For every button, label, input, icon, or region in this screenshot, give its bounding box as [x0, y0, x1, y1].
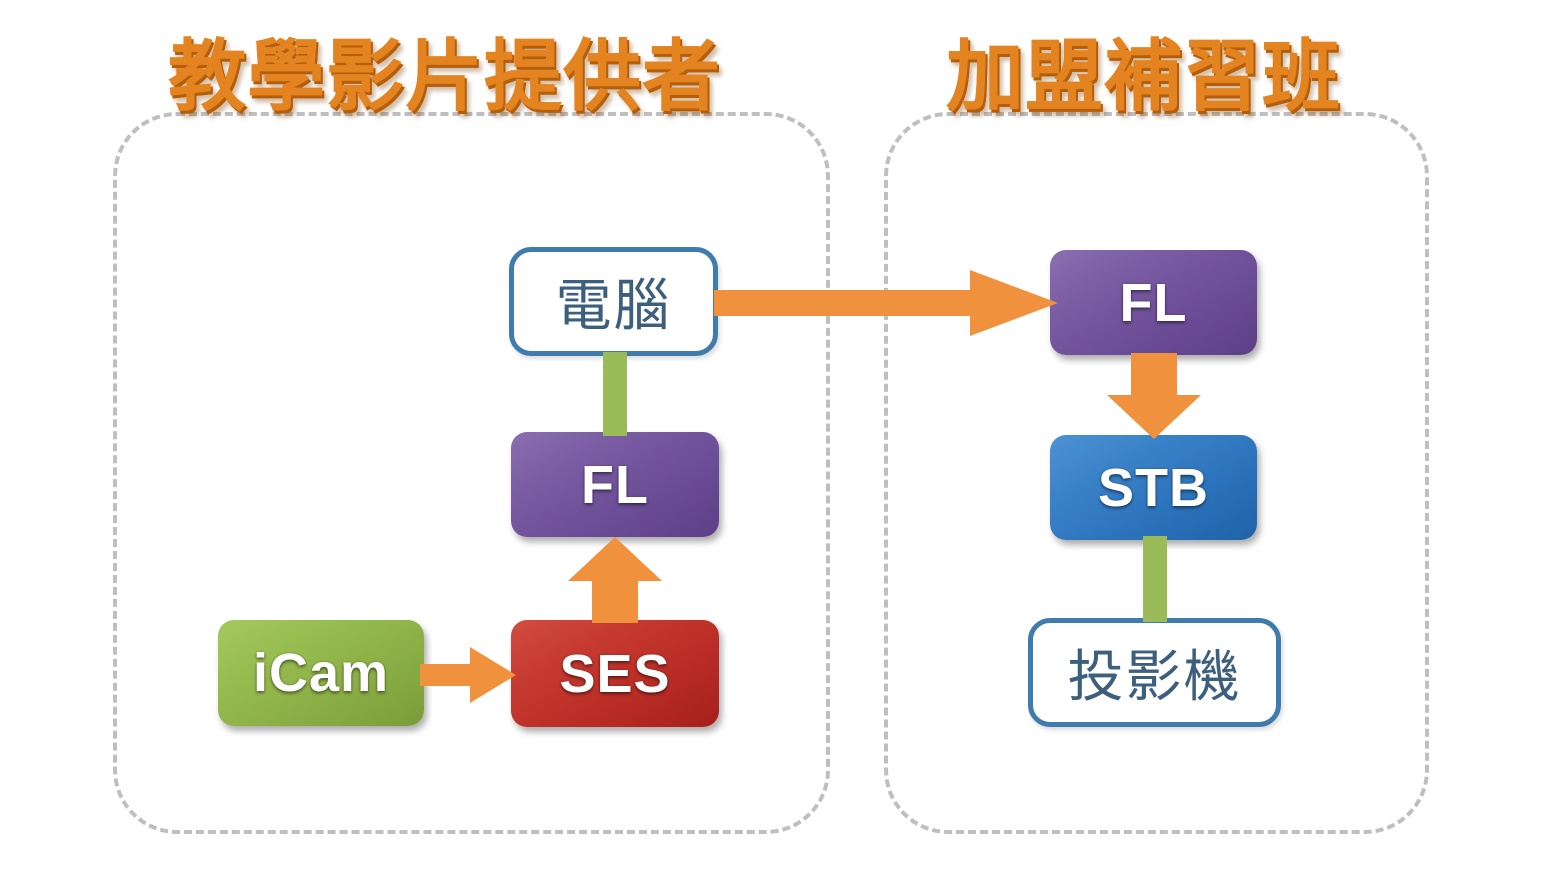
node-fl-franchise-label: FL: [1119, 272, 1188, 333]
group-boundary-franchise: [884, 112, 1429, 834]
arrow-computer-to-fl-franchise: [714, 268, 1058, 338]
group-title-provider: 教學影片提供者: [168, 32, 722, 122]
node-ses[interactable]: SES: [511, 620, 719, 727]
connector-computer-to-fl: [603, 352, 627, 436]
node-ses-label: SES: [559, 643, 671, 704]
node-stb[interactable]: STB: [1050, 435, 1257, 540]
arrow-fl-franchise-to-stb: [1105, 353, 1203, 439]
node-icam[interactable]: iCam: [218, 620, 424, 726]
node-projector-label: 投影機: [1067, 645, 1242, 710]
group-title-franchise: 加盟補習班: [946, 32, 1342, 122]
arrow-icam-to-ses: [420, 645, 516, 705]
node-icam-label: iCam: [252, 643, 390, 703]
node-computer[interactable]: 電腦: [509, 247, 718, 356]
node-computer-label: 電腦: [555, 274, 672, 339]
connector-stb-to-projector: [1143, 536, 1167, 622]
node-fl-provider[interactable]: FL: [511, 432, 719, 537]
node-fl-franchise[interactable]: FL: [1050, 250, 1257, 355]
node-fl-provider-label: FL: [581, 454, 649, 515]
node-projector[interactable]: 投影機: [1028, 618, 1281, 727]
arrow-ses-to-fl-provider: [566, 537, 664, 623]
group-boundary-provider: [113, 112, 830, 834]
node-stb-label: STB: [1098, 457, 1209, 518]
